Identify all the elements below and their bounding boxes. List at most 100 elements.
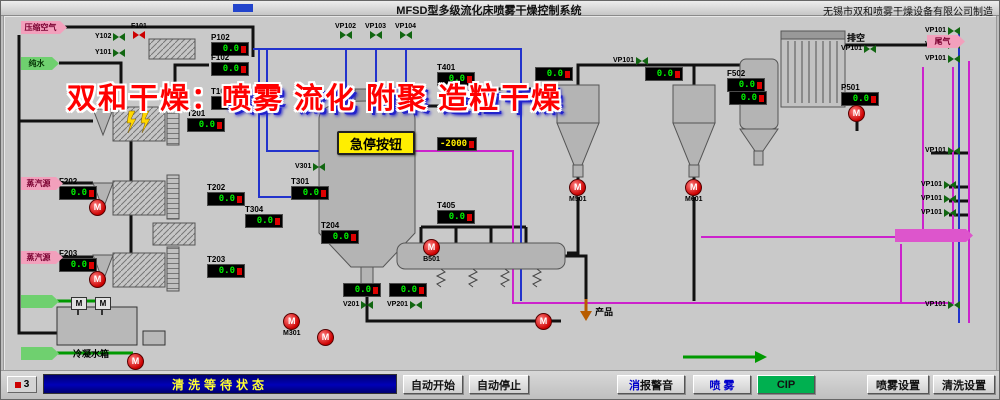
instrument-tag: T202 (207, 183, 226, 192)
mute-alarm-button[interactable]: 消 报警音 (617, 375, 685, 394)
valve-f101[interactable]: F101 (131, 23, 147, 39)
pump-label: M301 (283, 330, 301, 337)
spray-button[interactable]: 喷 雾 (693, 375, 751, 394)
stream-label-7 (895, 229, 973, 242)
valve-vp101[interactable]: VP101 (613, 57, 649, 65)
valve-icon (313, 163, 326, 171)
label-冷凝水箱: 冷凝水箱 (73, 349, 110, 359)
valve-icon (636, 57, 649, 65)
valve-icon (948, 147, 961, 155)
stream-label-蒸汽源: 蒸汽源 (21, 251, 63, 264)
valve-vp101[interactable]: VP101 (925, 55, 961, 63)
valve-vp101[interactable]: VP101 (921, 209, 957, 217)
valve-vp101[interactable]: VP101 (921, 181, 957, 189)
spray-settings-button[interactable]: 喷雾设置 (867, 375, 929, 394)
unit-mark-icon (419, 286, 424, 294)
pump-0[interactable]: M (89, 199, 106, 216)
valve-v301[interactable]: V301 (295, 163, 326, 171)
instrument-value: 0.0 (448, 74, 465, 84)
pump-icon: M (127, 353, 144, 370)
instrument-display: 0.0 (343, 283, 381, 297)
valve-vp101[interactable]: VP101 (925, 147, 961, 155)
valve-vp201[interactable]: VP201 (387, 301, 423, 309)
unit-mark-icon (351, 233, 356, 241)
pump-icon: M (283, 313, 301, 330)
instrument-display: 0.0 (535, 67, 573, 81)
unit-mark-icon (871, 95, 876, 103)
valve-icon (944, 209, 957, 217)
valve-label: V201 (343, 301, 360, 308)
instrument-value: 0.0 (546, 69, 563, 79)
pump-7[interactable]: M (317, 329, 334, 346)
unit-mark-icon (241, 65, 246, 73)
instrument-display: 0.0 (645, 67, 683, 81)
instrument-display: 0.0 (727, 78, 765, 92)
auto-stop-button[interactable]: 自动停止 (469, 375, 529, 394)
instrument-tag: T102 (211, 87, 230, 96)
pump-label: M601 (685, 196, 703, 203)
pump-9[interactable]: M (535, 313, 552, 330)
instrument-tag: F102 (211, 53, 230, 62)
wash-settings-button[interactable]: 清洗设置 (933, 375, 995, 394)
valve-icon (864, 45, 877, 53)
pump-label: B501 (423, 256, 440, 263)
unit-mark-icon (217, 121, 222, 129)
valve-label: VP102 (335, 23, 357, 30)
instrument-value: 0.0 (400, 285, 417, 295)
auto-start-button[interactable]: 自动开始 (403, 375, 463, 394)
stream-label-蒸汽源: 蒸汽源 (21, 177, 63, 190)
instrument-value: 0.0 (198, 120, 215, 130)
pump-icon: M (848, 105, 865, 122)
pump-5[interactable]: M (848, 105, 865, 122)
button-label: 自动开始 (411, 379, 455, 392)
instrument-value: 0.0 (740, 93, 757, 103)
instrument-value: 0.0 (738, 80, 755, 90)
emergency-stop-button[interactable]: 急停按钮 (337, 131, 415, 155)
valve-y102[interactable]: Y102 (95, 33, 126, 41)
valve-label: VP101 (921, 195, 943, 202)
valve-label: VP101 (613, 57, 635, 64)
valve-y101[interactable]: Y101 (95, 49, 126, 57)
valve-icon (944, 195, 957, 203)
tool-counter-button[interactable]: 3 (7, 376, 37, 393)
pump-icon: M (423, 239, 440, 256)
valve-vp102[interactable]: VP102 (335, 23, 356, 39)
label-排空: 排空 (847, 33, 866, 43)
unit-mark-icon (757, 81, 762, 89)
valve-icon (339, 31, 352, 39)
valve-label: V301 (295, 163, 312, 170)
valve-vp101[interactable]: VP101 (925, 301, 961, 309)
instrument-value: 0.0 (218, 266, 235, 276)
valve-vp101[interactable]: VP101 (841, 45, 877, 53)
instrument-display-19: 0.0 (343, 283, 381, 297)
valve-vp104[interactable]: VP104 (395, 23, 416, 39)
valve-vp101[interactable]: VP101 (921, 195, 957, 203)
instrument-value: 0.0 (70, 260, 87, 270)
unit-mark-icon (565, 70, 570, 78)
instrument-tag: T405 (437, 201, 456, 210)
valve-label: VP101 (921, 181, 943, 188)
valve-label: VP104 (395, 23, 417, 30)
cip-button[interactable]: CIP (757, 375, 815, 394)
pump-1[interactable]: M (89, 271, 106, 288)
valve-v201[interactable]: V201 (343, 301, 374, 309)
valve-icon (399, 31, 412, 39)
unit-mark-icon (241, 45, 246, 53)
valve-vp103[interactable]: VP103 (365, 23, 386, 39)
valve-vp101[interactable]: VP101 (925, 27, 961, 35)
pump-8[interactable]: M (127, 353, 144, 370)
button-label: CIP (776, 378, 796, 391)
instrument-display-14: 0.0 (535, 67, 573, 81)
pump-icon: M (317, 329, 334, 346)
unit-mark-icon (275, 217, 280, 225)
